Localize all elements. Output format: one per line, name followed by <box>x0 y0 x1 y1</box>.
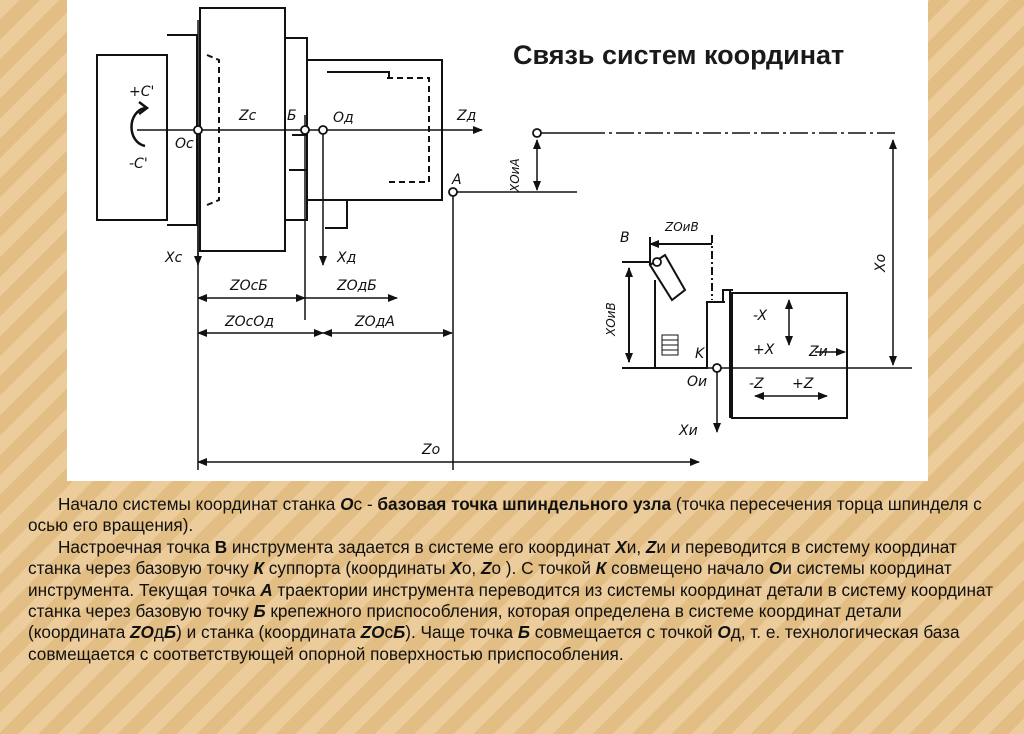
text-run: крепежного приспособления, которая опред… <box>28 601 902 643</box>
text-run: ). С точкой <box>501 558 596 579</box>
text-run: К <box>595 558 607 579</box>
text-run: Б <box>253 601 266 622</box>
point-oc <box>193 125 203 135</box>
label-od: Oд <box>333 110 354 126</box>
point-k <box>712 363 722 373</box>
reference-points <box>193 125 722 373</box>
label-point-a: A <box>451 172 462 188</box>
text-run: траектории инструмента переводится из си… <box>28 579 994 622</box>
rotation-arrow-icon <box>130 101 150 148</box>
label-plus-z: +Z <box>792 376 814 392</box>
point-b <box>300 125 310 135</box>
text-run: ) и станка (координата <box>176 622 361 643</box>
text-run: А <box>260 579 273 600</box>
text-run: ZО <box>130 622 154 643</box>
label-plus-c: +C' <box>129 84 154 100</box>
text-run: инструмента задается в системе его коорд… <box>227 536 616 557</box>
text-run: Z <box>645 536 657 557</box>
label-oi: Oи <box>687 374 707 390</box>
text-run: суппорта (координаты <box>264 558 451 579</box>
text-run: с <box>384 622 394 643</box>
label-xo: Xо <box>873 254 889 273</box>
text-run: Настроечная точка <box>58 536 215 557</box>
label-x-onb: XОиВ <box>604 302 618 337</box>
label-b-upper: Б <box>287 108 297 124</box>
description-text: Начало системы координат станка Ос - баз… <box>28 494 996 665</box>
label-z-ocod: ZОcОд <box>224 314 274 330</box>
point-a <box>448 187 458 197</box>
label-z-odb: ZОдБ <box>336 278 377 294</box>
text-run: К <box>253 558 265 579</box>
label-z-oda: ZОдА <box>354 314 395 330</box>
text-run: О <box>768 558 783 579</box>
text-run: системы координат инструмента. Текущая т… <box>28 558 952 600</box>
text-run: и <box>656 536 667 557</box>
label-point-b-tool: B <box>620 230 630 246</box>
text-run: (точка пересечения торца шпинделя с осью… <box>28 494 982 536</box>
text-run: Z <box>480 558 492 579</box>
text-run: д <box>730 622 741 643</box>
label-oc: Oc <box>175 136 194 152</box>
label-xi: Xи <box>678 423 698 439</box>
label-xc: Xc <box>164 250 183 266</box>
text-run: X <box>615 536 627 557</box>
label-zo: Zо <box>421 442 440 458</box>
text-run: , <box>471 558 481 579</box>
point-od <box>318 125 328 135</box>
paragraph-2: Настроечная точка В инструмента задается… <box>28 537 996 665</box>
text-run: , <box>636 536 646 557</box>
text-run: д <box>153 622 164 643</box>
label-zc: Zc <box>238 108 257 124</box>
slide-title: Связь систем координат <box>513 40 845 70</box>
text-run: О <box>717 622 731 643</box>
text-run: Б <box>163 622 177 643</box>
text-run: о <box>491 558 502 579</box>
text-run: Б <box>393 622 406 643</box>
text-run: с <box>353 494 363 514</box>
label-minus-z: -Z <box>749 376 764 392</box>
point-ona <box>532 128 542 138</box>
label-z-onb: ZОиВ <box>664 220 699 234</box>
text-run: Б <box>517 622 531 643</box>
text-run-bold: базовая точка шпиндельного узла <box>377 494 672 514</box>
main-axis <box>137 20 897 470</box>
text-run: , т. е. технологическая база совмещается… <box>28 622 960 664</box>
text-run: Начало системы координат станка <box>58 494 341 514</box>
text-run: О <box>340 494 354 514</box>
text-run: ). Чаще точка <box>405 622 518 643</box>
coordinate-systems-diagram: +C' -C' Oc Zc Б Oд Zд A XОиА Xc Xд ZОcБ … <box>96 7 912 470</box>
label-zi: Zи <box>808 344 828 360</box>
label-zd: Zд <box>456 108 476 124</box>
text-run-bold: В <box>214 536 228 557</box>
text-run: совмещается с точкой <box>530 622 718 643</box>
text-run: совмещено начало <box>606 558 769 579</box>
paragraph-1: Начало системы координат станка Ос - баз… <box>28 494 996 537</box>
tool-support <box>622 235 912 433</box>
point-b-tool <box>652 257 662 267</box>
diagram-panel: +C' -C' Oc Zc Б Oд Zд A XОиА Xc Xд ZОcБ … <box>67 0 928 481</box>
label-plus-x: +X <box>753 342 775 358</box>
text-run: ZО <box>360 622 385 643</box>
label-z-ocb: ZОcБ <box>229 278 268 294</box>
text-run: - <box>362 494 378 514</box>
label-xd: Xд <box>336 250 356 266</box>
text-run: о <box>461 558 472 579</box>
label-minus-x: -X <box>753 308 768 324</box>
text-run: и переводится в систему координат станка… <box>28 536 957 579</box>
text-run: и <box>782 558 792 579</box>
label-point-k: K <box>695 346 706 362</box>
label-minus-c: -C' <box>129 156 148 172</box>
label-x-ona: XОиА <box>508 158 522 193</box>
text-run: X <box>450 558 462 579</box>
text-run: и <box>626 536 637 557</box>
